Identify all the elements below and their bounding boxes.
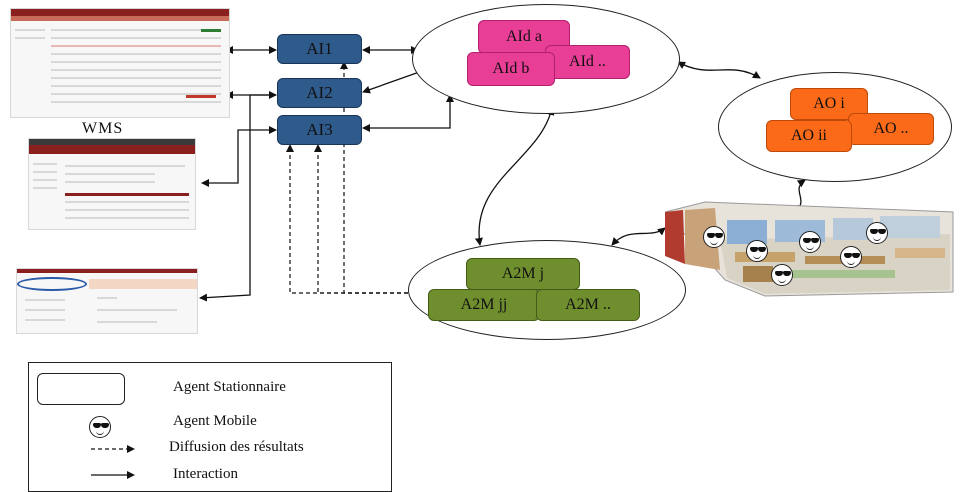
legend: Agent Stationnaire Agent Mobile Diffusio…: [28, 362, 392, 492]
mobile-agent-icon: [703, 226, 725, 248]
agent-aid-b: AId b: [467, 52, 555, 86]
mobile-agent-icon: [89, 416, 111, 438]
agent-interface-ai2: AI2: [277, 78, 362, 108]
wms-screenshot-second: [28, 138, 196, 230]
mobile-agent-icon: [771, 264, 793, 286]
agent-a2m-jj: A2M jj: [428, 289, 540, 321]
mobile-agent-icon: [799, 231, 821, 253]
wms-screenshot-third: [16, 268, 198, 334]
agent-ao-i: AO i: [790, 88, 868, 120]
agent-a2m-more: A2M ..: [536, 289, 640, 321]
agent-interface-ai3: AI3: [277, 115, 362, 145]
mobile-agent-icon: [746, 240, 768, 262]
wms-label: WMS: [82, 120, 124, 137]
legend-diffusion-label: Diffusion des résultats: [169, 439, 304, 455]
legend-stationary-swatch: [37, 373, 125, 405]
legend-interaction-label: Interaction: [173, 466, 238, 482]
agent-aid-more: AId ..: [545, 45, 630, 79]
agent-ao-ii: AO ii: [766, 120, 852, 152]
legend-stationary-label: Agent Stationnaire: [173, 379, 286, 395]
agent-ao-more: AO ..: [848, 113, 934, 145]
agent-a2m-j: A2M j: [466, 258, 580, 290]
agent-interface-ai1: AI1: [277, 34, 362, 64]
solid-arrow-icon: [91, 471, 135, 479]
mobile-agent-icon: [866, 222, 888, 244]
dashed-arrow-icon: [91, 445, 135, 453]
mobile-agent-icon: [840, 246, 862, 268]
legend-mobile-label: Agent Mobile: [173, 413, 257, 429]
wms-screenshot-main: [10, 8, 230, 118]
